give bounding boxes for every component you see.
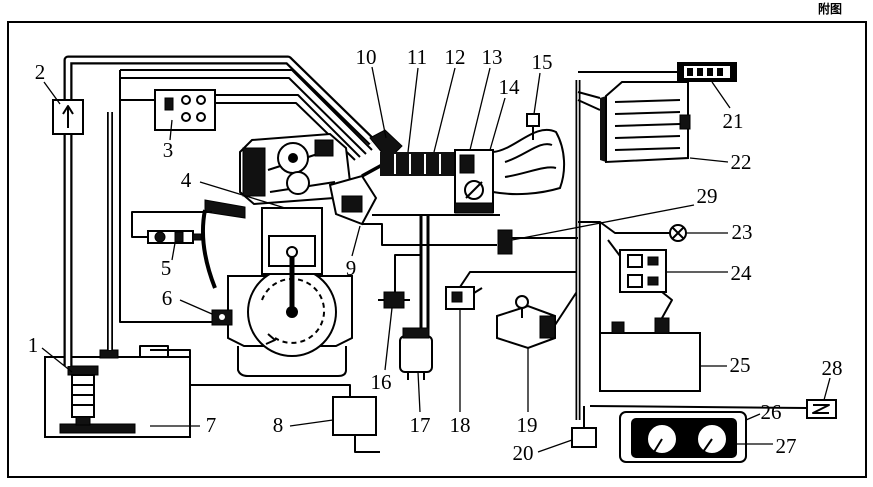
- fuel-return-pipe: [107, 112, 351, 397]
- callout-label-22: 22: [731, 150, 752, 174]
- idle-valve: [378, 291, 410, 309]
- relay: [619, 249, 667, 293]
- callout-label-21: 21: [723, 109, 744, 133]
- ecu: [600, 81, 691, 164]
- fuel-vapor-canister: [332, 396, 377, 436]
- fuel-pump: [67, 365, 99, 426]
- instrument-cluster: [619, 411, 747, 463]
- callout-label-20: 20: [513, 441, 534, 465]
- figure-frame: [7, 21, 867, 478]
- callout-label-27: 27: [776, 434, 797, 458]
- figure-caption: 附图: [818, 1, 842, 16]
- callout-label-7: 7: [206, 413, 217, 437]
- battery: [599, 291, 701, 392]
- callout-label-19: 19: [517, 413, 538, 437]
- callout-label-26: 26: [761, 400, 782, 424]
- callout-label-28: 28: [822, 356, 843, 380]
- callout-label-6: 6: [162, 286, 173, 310]
- callout-labels: 1 2 3 4 5 6 7 8 9 10 11 12 13 14 15 16 1…: [28, 45, 843, 465]
- pressure-regulator: [399, 327, 433, 380]
- leader-lines: [41, 66, 831, 453]
- callout-label-18: 18: [450, 413, 471, 437]
- ignition-switch: [571, 427, 597, 448]
- crank-sensor: [211, 309, 233, 326]
- fuel-supply-pipe: [63, 55, 376, 366]
- callout-label-2: 2: [35, 60, 46, 84]
- callout-label-1: 1: [28, 333, 39, 357]
- callout-label-15: 15: [532, 50, 553, 74]
- speed-sensor: [806, 399, 837, 419]
- callout-label-3: 3: [163, 138, 174, 162]
- cold-start-valve: [497, 229, 513, 255]
- callout-label-16: 16: [371, 370, 392, 394]
- callout-label-25: 25: [730, 353, 751, 377]
- callout-label-10: 10: [356, 45, 377, 69]
- air-intake-hose: [492, 128, 566, 196]
- fuel-filter: [52, 99, 84, 135]
- cylinder-head: [239, 132, 352, 206]
- temperature-sensor: [131, 211, 212, 244]
- callout-label-29: 29: [697, 184, 718, 208]
- air-flow-sensor: [526, 113, 540, 140]
- diagnostic-connector: [677, 62, 737, 82]
- wiring-harness-top: [119, 69, 373, 323]
- callout-label-12: 12: [445, 45, 466, 69]
- cylinder-and-piston: [261, 207, 323, 318]
- callout-label-17: 17: [410, 413, 431, 437]
- distributor: [445, 286, 483, 310]
- callout-label-23: 23: [732, 220, 753, 244]
- intake-manifold: [328, 163, 383, 226]
- injector: [201, 199, 246, 289]
- callout-label-24: 24: [731, 261, 753, 285]
- warning-lamp: [669, 224, 687, 242]
- callout-label-11: 11: [407, 45, 427, 69]
- callout-label-5: 5: [161, 256, 172, 280]
- control-module: [154, 89, 216, 131]
- wiring-harness-main: [354, 71, 808, 453]
- callout-label-14: 14: [499, 75, 521, 99]
- callout-label-13: 13: [482, 45, 503, 69]
- ignition-coil: [496, 295, 556, 350]
- intake-tube: [380, 152, 458, 176]
- callout-label-9: 9: [346, 256, 357, 280]
- throttle-body: [454, 149, 494, 214]
- oil-pan: [237, 346, 347, 377]
- callout-label-8: 8: [273, 413, 284, 437]
- fuel-tank: [44, 345, 191, 438]
- callout-label-4: 4: [181, 168, 192, 192]
